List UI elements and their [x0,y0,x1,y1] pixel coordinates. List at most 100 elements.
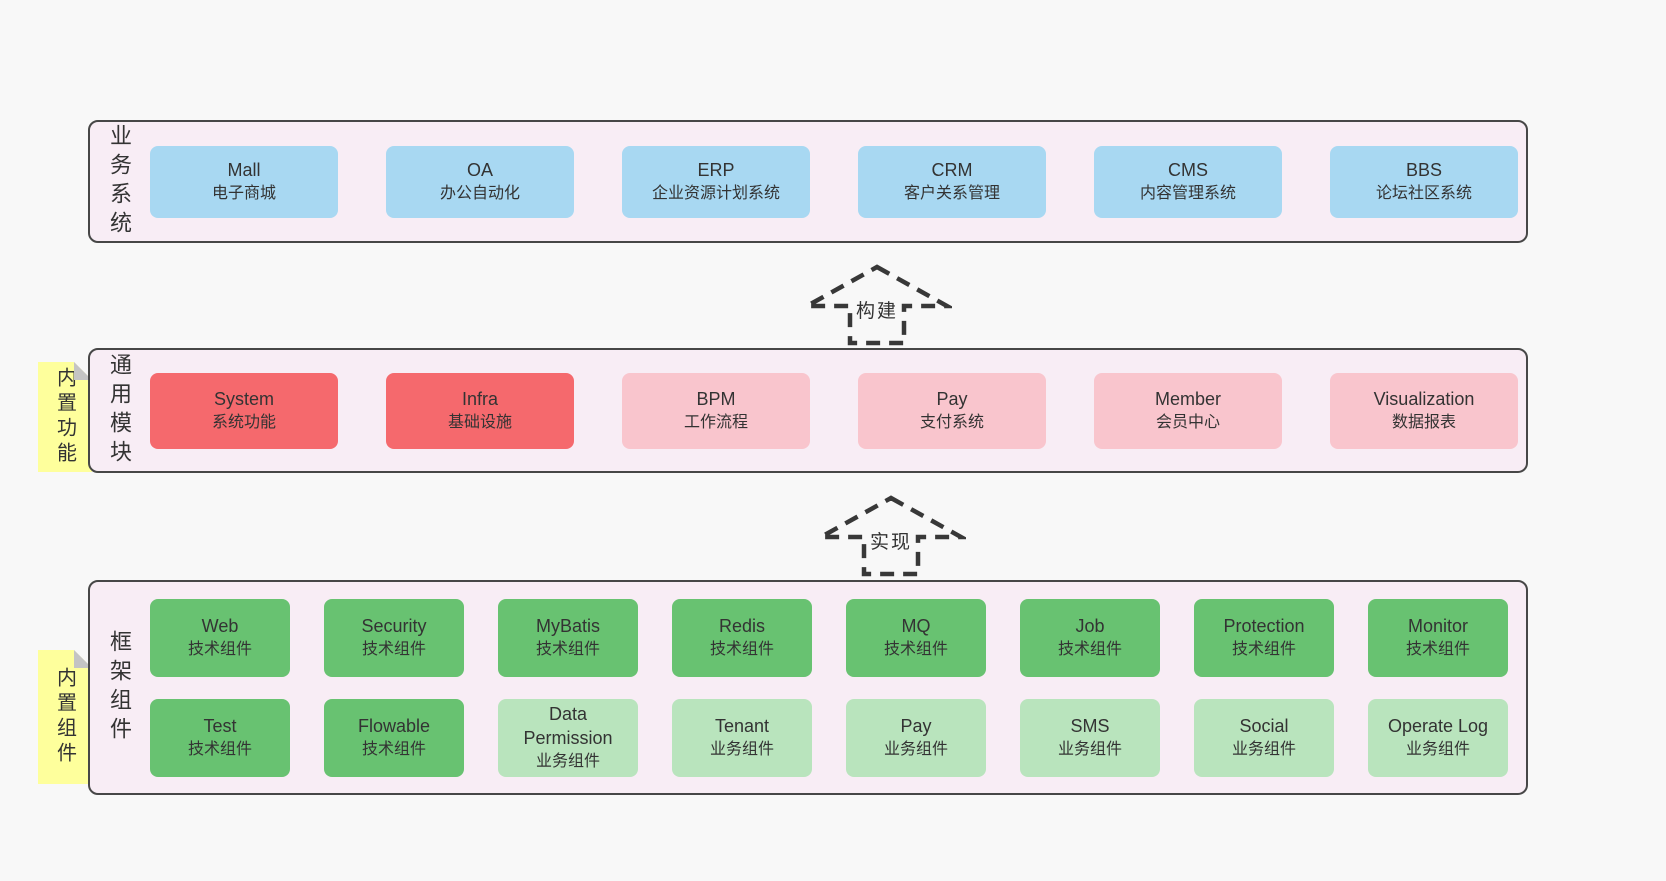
implement-arrow-label: 实现 [866,527,916,554]
build-arrow: 构建 [802,264,952,346]
box-subtitle: 技术组件 [1057,640,1122,658]
box-subtitle: 技术组件 [361,640,426,658]
box-name: MyBatis [535,616,600,637]
box-subtitle: 数据报表 [1391,413,1456,431]
box-member: Member 会员中心 [1094,372,1282,449]
box-system: System 系统功能 [150,372,338,449]
box-infra: Infra 基础设施 [386,372,574,449]
box-bpm: BPM 工作流程 [622,372,810,449]
box-name: Pay [936,389,968,410]
box-name: CMS [1168,160,1208,181]
box-subtitle: 业务组件 [1057,740,1122,758]
box-subtitle: 电子商城 [211,184,276,202]
box-mall: Mall 电子商城 [150,145,338,218]
box-subtitle: 技术组件 [187,740,252,758]
box-name: Social [1239,716,1289,737]
box-name: Member [1154,389,1221,410]
box-name: Infra [461,389,499,410]
box-name: SMS [1070,716,1110,737]
note-text: 内置组件 [53,667,76,767]
box-visualization: Visualization 数据报表 [1330,372,1518,449]
box-oa: OA 办公自动化 [386,145,574,218]
box-subtitle: 办公自动化 [439,184,520,202]
box-redis: Redis 技术组件 [672,598,812,677]
box-subtitle: 技术组件 [883,640,948,658]
common-modules-row: System 系统功能 Infra 基础设施 BPM 工作流程 Pay 支付系统… [150,372,1518,449]
framework-components-label: 框架组件 [107,629,132,746]
box-name: Redis [718,616,766,637]
box-social: Social 业务组件 [1194,698,1334,777]
box-name: BBS [1405,160,1443,181]
dashed-up-arrow-icon [816,495,966,577]
box-subtitle: 论坛社区系统 [1375,184,1472,202]
box-security: Security 技术组件 [324,598,464,677]
framework-row-1: Web 技术组件 Security 技术组件 MyBatis 技术组件 Redi… [150,598,1508,677]
box-subtitle: 支付系统 [919,413,984,431]
box-name: ERP [697,160,735,181]
note-text: 内置功能 [53,367,76,467]
box-cms: CMS 内容管理系统 [1094,145,1282,218]
box-job: Job 技术组件 [1020,598,1160,677]
implement-arrow: 实现 [816,495,966,577]
builtin-features-note: 内置功能 [38,362,92,472]
box-name: OA [466,160,493,181]
box-subtitle: 会员中心 [1155,413,1220,431]
common-modules-panel: 通用模块 System 系统功能 Infra 基础设施 BPM 工作流程 Pay… [88,348,1528,473]
box-name: Test [203,716,237,737]
box-name: Job [1075,616,1105,637]
box-web: Web 技术组件 [150,598,290,677]
builtin-components-note: 内置组件 [38,650,92,784]
box-name: Pay [900,716,932,737]
box-pay: Pay 支付系统 [858,372,1046,449]
box-tenant: Tenant 业务组件 [672,698,812,777]
business-systems-panel: 业务系统 Mall 电子商城 OA 办公自动化 ERP 企业资源计划系统 CRM… [88,120,1528,243]
box-subtitle: 工作流程 [683,413,748,431]
box-subtitle: 业务组件 [1405,740,1470,758]
framework-components-grid: Web 技术组件 Security 技术组件 MyBatis 技术组件 Redi… [150,598,1508,777]
box-crm: CRM 客户关系管理 [858,145,1046,218]
box-operate-log: Operate Log 业务组件 [1368,698,1508,777]
box-name: Operate Log [1387,716,1489,737]
box-name: Protection [1223,616,1305,637]
box-pay-biz: Pay 业务组件 [846,698,986,777]
framework-components-panel: 框架组件 Web 技术组件 Security 技术组件 MyBatis 技术组件… [88,580,1528,795]
box-name: Visualization [1373,389,1475,410]
box-name: Monitor [1407,616,1469,637]
box-subtitle: 内容管理系统 [1139,184,1236,202]
box-name: Web [201,616,239,637]
box-name: Data Permission [523,704,613,748]
box-monitor: Monitor 技术组件 [1368,598,1508,677]
box-mq: MQ 技术组件 [846,598,986,677]
framework-row-2: Test 技术组件 Flowable 技术组件 Data Permission … [150,698,1508,777]
box-name: MQ [901,616,931,637]
build-arrow-label: 构建 [852,296,902,323]
box-subtitle: 业务组件 [535,752,600,770]
box-bbs: BBS 论坛社区系统 [1330,145,1518,218]
box-name: Tenant [714,716,770,737]
box-name: Mall [227,160,261,181]
box-name: CRM [931,160,973,181]
box-subtitle: 客户关系管理 [903,184,1000,202]
box-subtitle: 业务组件 [883,740,948,758]
box-subtitle: 基础设施 [447,413,512,431]
box-subtitle: 技术组件 [535,640,600,658]
box-subtitle: 技术组件 [1231,640,1296,658]
business-systems-row: Mall 电子商城 OA 办公自动化 ERP 企业资源计划系统 CRM 客户关系… [150,145,1518,218]
box-erp: ERP 企业资源计划系统 [622,145,810,218]
box-subtitle: 业务组件 [1231,740,1296,758]
common-modules-label: 通用模块 [107,352,132,469]
box-subtitle: 技术组件 [361,740,426,758]
box-name: System [213,389,274,410]
box-subtitle: 技术组件 [1405,640,1470,658]
box-mybatis: MyBatis 技术组件 [498,598,638,677]
box-protection: Protection 技术组件 [1194,598,1334,677]
box-sms: SMS 业务组件 [1020,698,1160,777]
box-name: Security [361,616,427,637]
box-subtitle: 企业资源计划系统 [651,184,780,202]
box-name: BPM [696,389,736,410]
business-systems-label: 业务系统 [107,123,132,240]
box-flowable: Flowable 技术组件 [324,698,464,777]
box-data-permission: Data Permission 业务组件 [498,698,638,777]
box-test: Test 技术组件 [150,698,290,777]
